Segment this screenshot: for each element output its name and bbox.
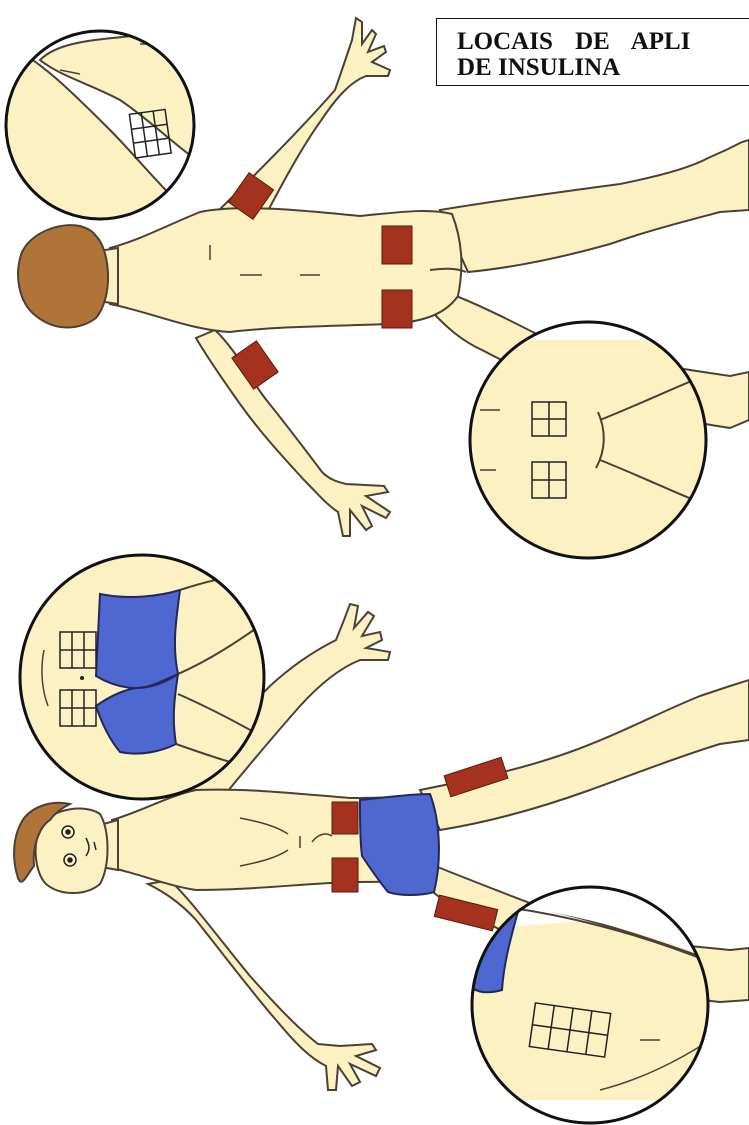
injection-site-buttock-left [382, 226, 412, 264]
title-line-1: LOCAIS DE APLI [457, 29, 749, 55]
front-lower-arm [148, 880, 380, 1090]
title-line-2: DE INSULINA [457, 55, 749, 81]
injection-site-buttock-right [382, 290, 412, 328]
injection-site-abdomen-bottom [332, 858, 358, 892]
zoom-buttocks [470, 322, 720, 560]
back-lower-arm [196, 330, 390, 536]
back-head-hair [18, 225, 108, 327]
back-upper-leg [440, 140, 749, 272]
injection-site-abdomen-top [332, 802, 358, 834]
front-upper-leg [420, 680, 749, 830]
title-box: LOCAIS DE APLI DE INSULINA [436, 18, 749, 86]
